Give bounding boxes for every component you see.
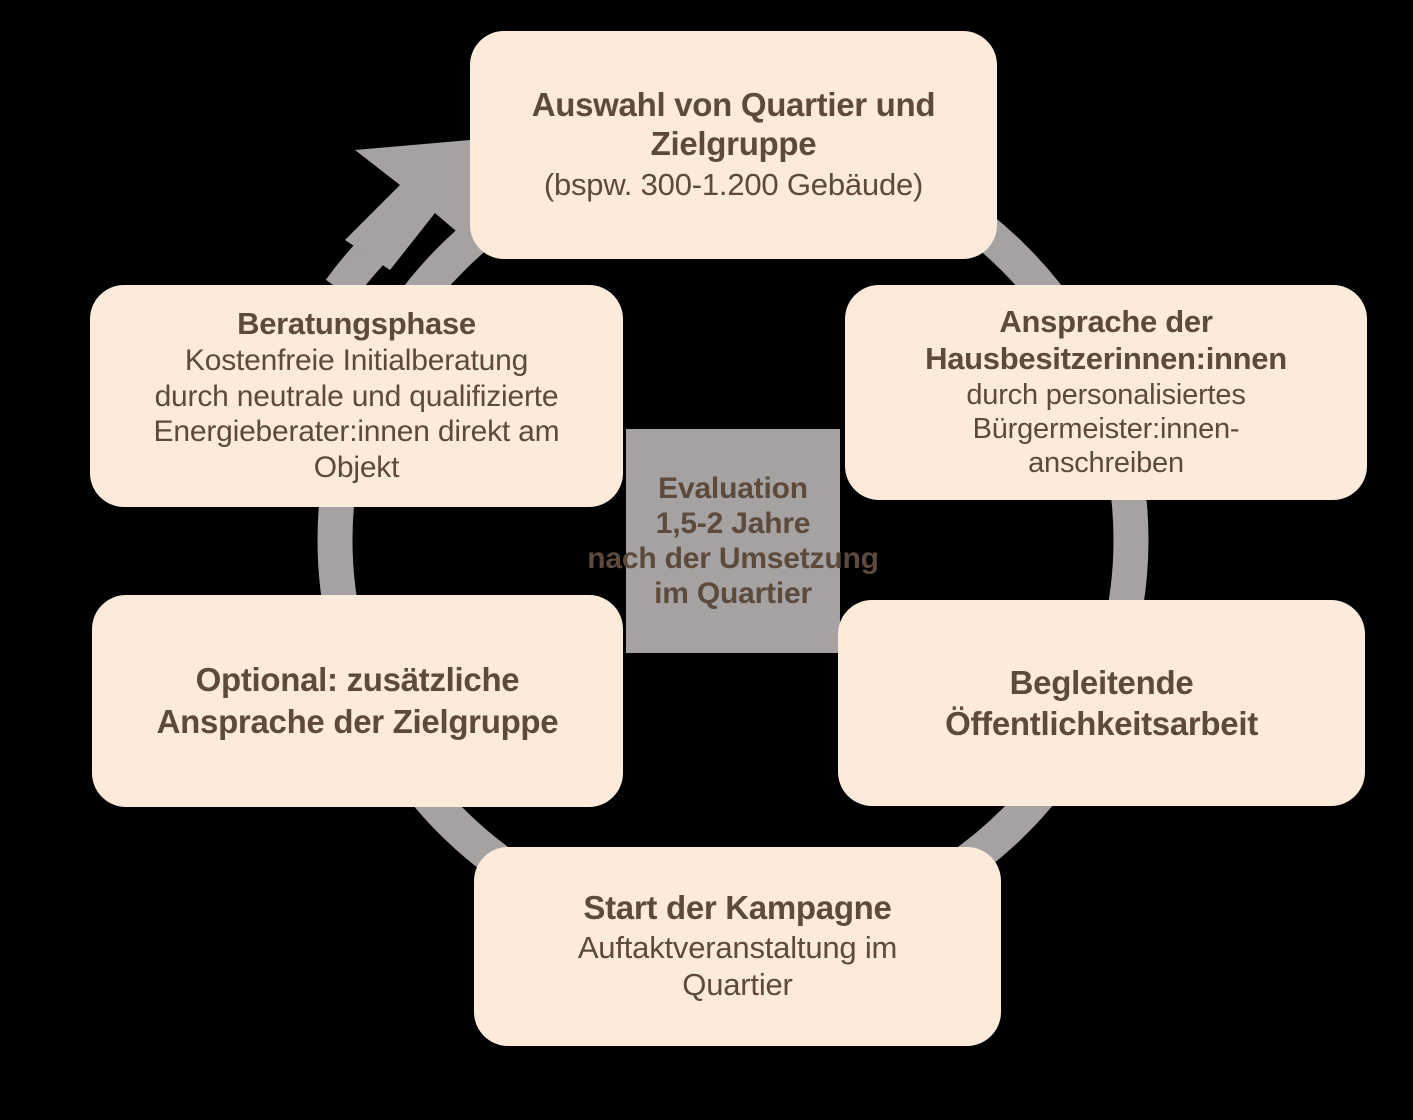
node-optional-title-line-1: Optional: zusätzliche [195,661,520,699]
node-start-subtitle: Auftaktveranstaltung im Quartier [577,929,898,1003]
node-beratung-sub-line-1: Kostenfreie Initialberatung [184,344,529,378]
node-ansprache-title: Ansprache der Hausbesitzerinnen:innen [925,304,1287,377]
evaluation-text: Evaluation 1,5-2 Jahre nach der Umsetzun… [587,471,879,611]
node-optional-title-line-2: Ansprache der Zielgruppe [156,703,559,740]
node-auswahl-subtitle: (bspw. 300-1.200 Gebäude) [543,166,924,203]
node-ansprache-hausbesitzer[interactable]: Ansprache der Hausbesitzerinnen:innen du… [845,285,1367,500]
node-ansprache-subtitle: durch personalisiertes Bürgermeister:inn… [966,378,1246,481]
node-auswahl-title: Auswahl von Quartier und Zielgruppe [532,86,936,164]
node-begleitende-oeffentlichkeitsarbeit[interactable]: Begleitende Öffentlichkeitsarbeit [838,600,1365,806]
node-beratung-sub-line-2: durch neutrale und qualifizierte [154,379,559,413]
evaluation-line-1: Evaluation [658,471,808,505]
node-start-title-line-1: Start der Kampagne [583,889,892,927]
node-start-sub-line-2: Quartier [682,967,793,1003]
node-auswahl-title-line-1: Auswahl von Quartier und [531,86,936,124]
node-beratungsphase[interactable]: Beratungsphase Kostenfreie Initialberatu… [90,285,623,507]
node-optional-ansprache-zielgruppe[interactable]: Optional: zusätzliche Ansprache der Ziel… [92,595,623,807]
node-ansprache-sub-line-2: Bürgermeister:innen- [972,413,1240,446]
node-beratung-sub-line-3: Energieberater:innen direkt am [153,415,560,449]
node-begleitend-title-line-1: Begleitende [1009,663,1194,701]
node-ansprache-title-line-2: Hausbesitzerinnen:innen [925,340,1287,376]
node-start-title: Start der Kampagne [583,889,891,928]
node-begleitend-title: Begleitende Öffentlichkeitsarbeit [945,662,1258,745]
node-auswahl-quartier-zielgruppe[interactable]: Auswahl von Quartier und Zielgruppe (bsp… [470,31,997,259]
node-ansprache-title-line-1: Ansprache der [999,304,1213,340]
node-optional-title: Optional: zusätzliche Ansprache der Ziel… [157,659,559,742]
node-beratung-title: Beratungsphase [237,306,476,342]
node-ansprache-sub-line-3: anschreiben [1028,447,1184,480]
evaluation-line-3: nach der Umsetzung [587,542,879,575]
cycle-arrow-icon [345,140,470,270]
node-start-sub-line-1: Auftaktveranstaltung im [577,930,898,966]
node-start-der-kampagne[interactable]: Start der Kampagne Auftaktveranstaltung … [474,847,1001,1046]
node-begleitend-title-line-2: Öffentlichkeitsarbeit [945,705,1258,742]
node-beratung-sub-line-4: Objekt [313,451,400,485]
evaluation-line-4: im Quartier [654,577,812,611]
evaluation-line-2: 1,5-2 Jahre [655,506,811,540]
node-auswahl-title-line-2: Zielgruppe [650,125,817,163]
node-beratung-title-line-1: Beratungsphase [237,306,476,342]
evaluation-panel: Evaluation 1,5-2 Jahre nach der Umsetzun… [587,429,879,653]
node-beratung-subtitle: Kostenfreie Initialberatung durch neutra… [154,343,560,486]
node-ansprache-sub-line-1: durch personalisiertes [966,378,1246,411]
node-auswahl-sub-line-1: (bspw. 300-1.200 Gebäude) [543,167,924,203]
